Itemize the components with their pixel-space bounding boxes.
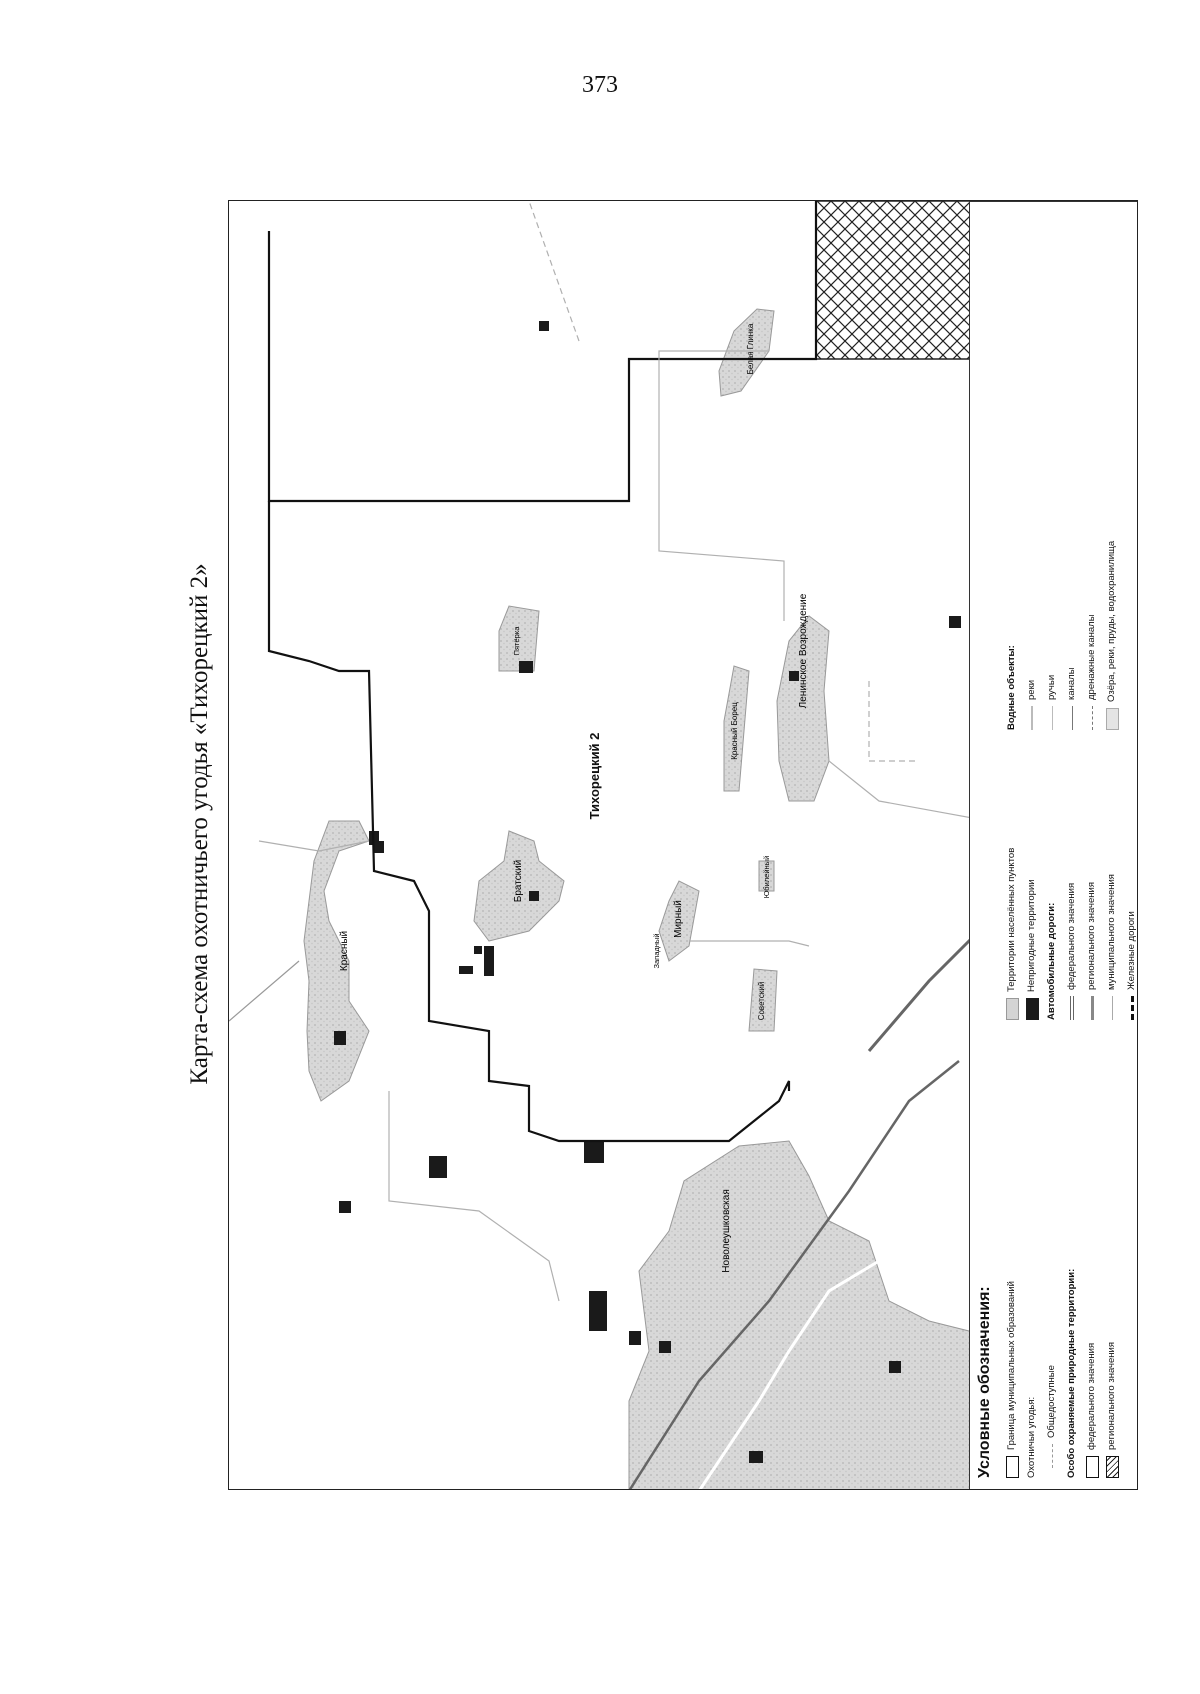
settlement-swatch [1005,998,1019,1020]
settlement-label-yubileiny: Юбилейный [762,856,771,899]
stream-swatch [1051,706,1053,730]
settlement-belaya-glinka[interactable] [718,308,775,397]
federal-road-west[interactable] [628,1060,960,1490]
legend-item: Непригодные территории [1026,879,1037,992]
railway-swatch [1130,996,1134,1020]
legend-column-1: Граница муниципальных образований Охотни… [1002,1269,1122,1478]
settlement-label-bratsky: Братский [513,860,524,902]
settlement-label-krasny-borets: Красный Борец [730,702,739,760]
road-federal-swatch [1070,996,1074,1020]
map-title: Карта-схема охотничьего угодья «Тихорецк… [186,563,213,1085]
road-north-branch [229,960,300,1022]
legend-item: регионального значения [1106,1342,1117,1450]
settlement-label-mirny: Мирный [673,900,684,938]
legend-item: Охотничьи угодья: [1026,1396,1037,1478]
settlement-bratsky[interactable] [473,830,565,942]
legend-item: регионального значения [1086,882,1097,990]
settlement-label-zapadny: Западный [652,933,661,968]
road-regional-swatch [1090,996,1094,1020]
municipal-border[interactable] [267,501,791,1143]
protected-federal-swatch [1085,1456,1099,1478]
settlement-label-belaya-glinka: Белая Глинка [746,323,755,374]
legend-item: муниципального значения [1106,874,1117,990]
legend-item: Озёра, реки, пруды, водохранилища [1106,540,1117,702]
protected-regional-swatch [1105,1456,1119,1478]
local-roads [258,201,1030,1302]
river-swatch [1031,706,1033,730]
settlement-label-leninskoe: Ленинское Возрождение [798,593,809,708]
settlement-label-novoleushkovskaya: Новолеушковская [721,1189,732,1272]
legend-item: каналы [1066,667,1077,700]
unsuitable-swatch [1025,998,1039,1020]
legend-item: Граница муниципальных образований [1006,1281,1017,1450]
settlement-label-pyaterka: Пятёрка [512,626,521,656]
river [698,1160,951,1489]
hunting-ground-border[interactable] [267,201,818,503]
legend-column-3: Водные объекты: реки ручьи каналы дренаж… [1002,541,1122,730]
legend-item: Особо охраняемые природные территории: [1066,1268,1077,1478]
legend-item: Железные дороги [1126,911,1137,990]
legend-item: реки [1026,679,1037,700]
settlement-sovetsky[interactable] [748,968,778,1032]
settlement-leninskoe[interactable] [776,615,830,802]
road-municipal-swatch [1111,996,1113,1020]
public-swatch [1051,1444,1053,1468]
settlement-label-sovetsky: Советский [757,982,766,1021]
legend-item: Автомобильные дороги: [1046,902,1057,1020]
legend-item: Территории населённых пунктов [1006,847,1017,992]
legend-item: федерального значения [1066,882,1077,990]
settlement-krasny-borets[interactable] [723,665,750,792]
legend-item: федерального значения [1086,1342,1097,1450]
canal-swatch [1071,706,1073,730]
legend-item: Общедоступные [1046,1365,1057,1438]
reservoir-swatch [1105,708,1119,730]
legend-column-2: Территории населённых пунктов Непригодны… [1002,847,1137,1020]
legend: Условные обозначения: Граница муниципаль… [969,201,1137,1489]
page-number: 373 [582,72,618,98]
legend-item: дренажные каналы [1086,614,1097,700]
legend-title: Условные обозначения: [976,1286,993,1478]
settlement-krasny[interactable] [303,820,370,1102]
settlement-yubileiny[interactable] [758,860,775,892]
drain-canal-swatch [1091,706,1093,730]
settlement-label-krasny: Красный [339,931,350,971]
legend-item: ручьи [1046,674,1057,700]
map-frame[interactable]: Тихорецкий заказник [228,200,1138,1490]
area-label: Тихорецкий 2 [587,733,602,820]
legend-item: Водные объекты: [1006,645,1017,730]
border-swatch [1005,1456,1019,1478]
